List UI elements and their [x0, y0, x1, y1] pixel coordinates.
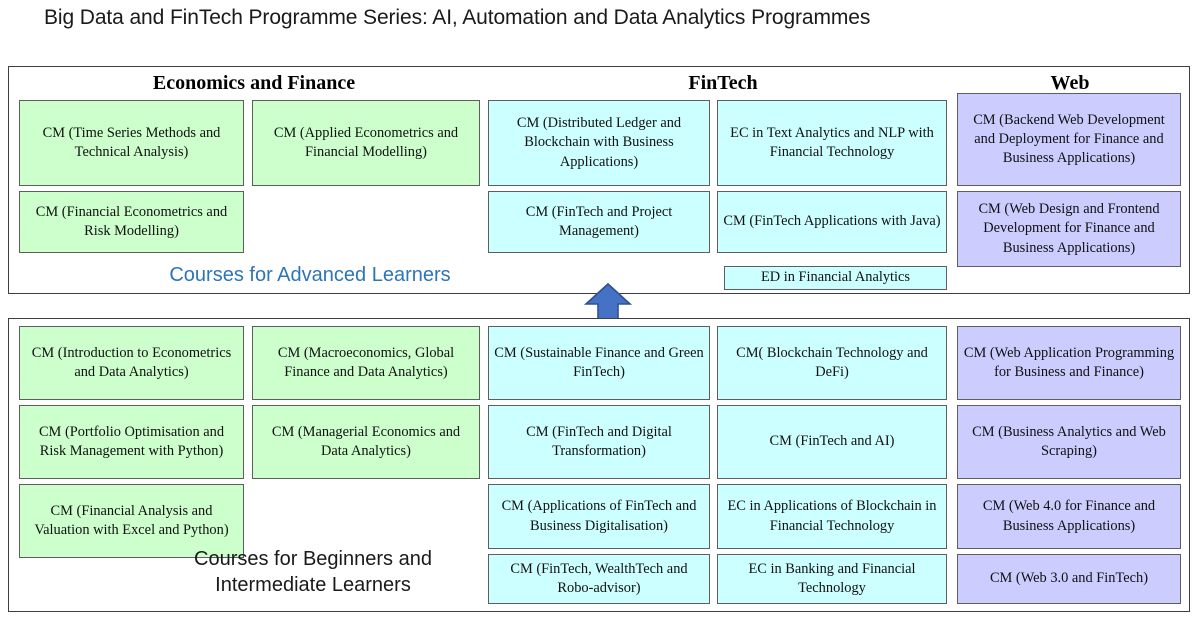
course-box[interactable]: CM (FinTech and Project Management): [488, 191, 710, 253]
column-header-fintech: FinTech: [688, 72, 758, 94]
course-box[interactable]: CM (Introduction to Econometrics and Dat…: [19, 326, 244, 400]
course-box[interactable]: CM (Financial Econometrics and Risk Mode…: [19, 191, 244, 253]
course-box[interactable]: EC in Text Analytics and NLP with Financ…: [717, 100, 947, 186]
course-box[interactable]: EC in Banking and Financial Technology: [717, 554, 947, 604]
course-box[interactable]: CM (Macroeconomics, Global Finance and D…: [252, 326, 480, 400]
course-box[interactable]: CM (Business Analytics and Web Scraping): [957, 405, 1181, 479]
course-box[interactable]: CM (Backend Web Development and Deployme…: [957, 93, 1181, 186]
course-box[interactable]: CM (Sustainable Finance and Green FinTec…: [488, 326, 710, 400]
advanced-learners-caption: Courses for Advanced Learners: [169, 264, 451, 286]
column-header-web: Web: [1050, 72, 1090, 94]
course-box[interactable]: CM (FinTech, WealthTech and Robo-advisor…: [488, 554, 710, 604]
course-box[interactable]: CM( Blockchain Technology and DeFi): [717, 326, 947, 400]
course-box[interactable]: EC in Applications of Blockchain in Fina…: [717, 484, 947, 549]
course-box[interactable]: CM (Applications of FinTech and Business…: [488, 484, 710, 549]
course-box[interactable]: CM (Web 3.0 and FinTech): [957, 554, 1181, 604]
course-box[interactable]: ED in Financial Analytics: [724, 266, 947, 290]
course-box[interactable]: CM (Portfolio Optimisation and Risk Mana…: [19, 405, 244, 479]
course-box[interactable]: CM (Web Design and Frontend Development …: [957, 191, 1181, 267]
beginner-learners-caption: Courses for Beginners and Intermediate L…: [194, 548, 432, 597]
course-box[interactable]: CM (Web 4.0 for Finance and Business App…: [957, 484, 1181, 549]
course-box[interactable]: CM (Web Application Programming for Busi…: [957, 326, 1181, 400]
course-box[interactable]: CM (Applied Econometrics and Financial M…: [252, 100, 480, 186]
column-header-economics-finance: Economics and Finance: [152, 72, 356, 94]
course-box[interactable]: CM (FinTech and Digital Transformation): [488, 405, 710, 479]
course-box[interactable]: CM (FinTech and AI): [717, 405, 947, 479]
course-box[interactable]: CM (Time Series Methods and Technical An…: [19, 100, 244, 186]
up-arrow-icon: [583, 282, 633, 322]
course-box[interactable]: CM (FinTech Applications with Java): [717, 191, 947, 253]
course-box[interactable]: CM (Distributed Ledger and Blockchain wi…: [488, 100, 710, 186]
page-title: Big Data and FinTech Programme Series: A…: [44, 6, 871, 29]
course-box[interactable]: CM (Financial Analysis and Valuation wit…: [19, 484, 244, 558]
course-box[interactable]: CM (Managerial Economics and Data Analyt…: [252, 405, 480, 479]
advanced-learners-panel: Economics and Finance FinTech Web CM (Ti…: [8, 66, 1190, 294]
beginner-learners-panel: CM (Introduction to Econometrics and Dat…: [8, 318, 1190, 612]
